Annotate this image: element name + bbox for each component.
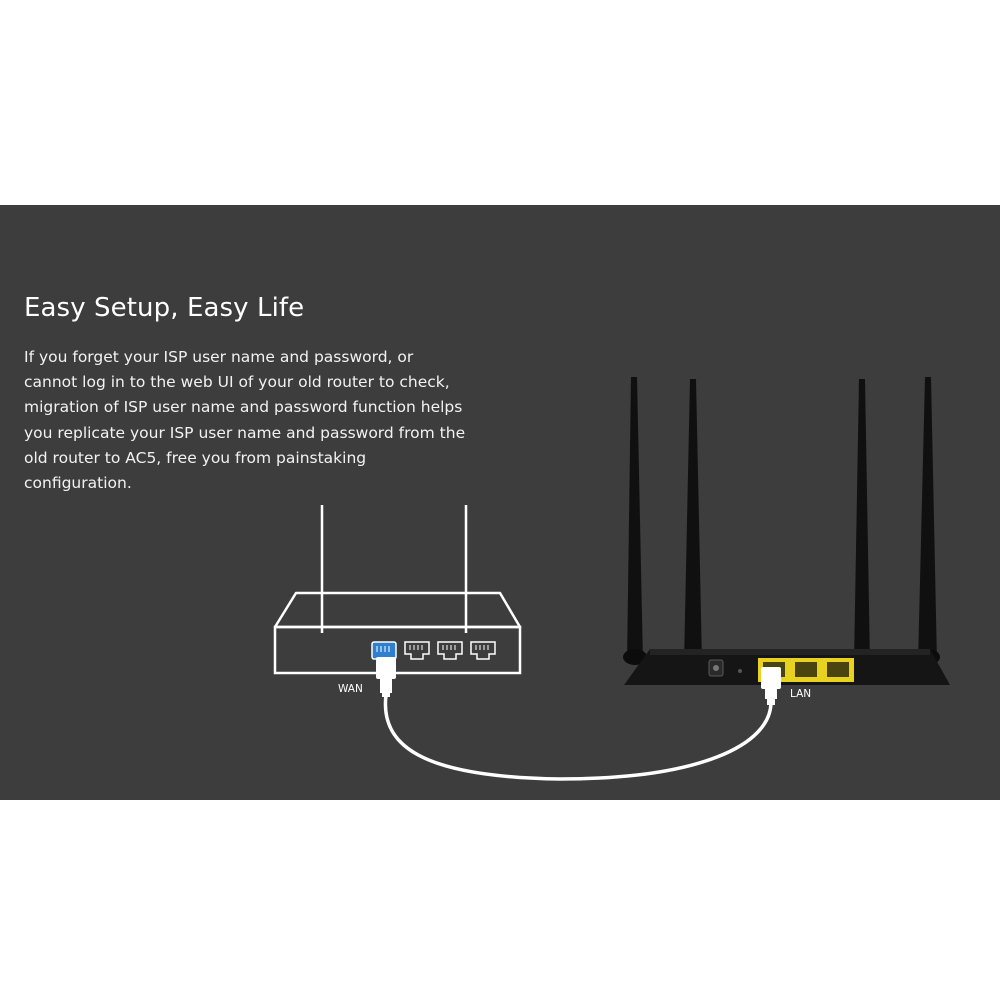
ethernet-cable: [383, 694, 773, 781]
description-line: you replicate your ISP user name and pas…: [24, 423, 466, 442]
lan-port-icon: [795, 662, 817, 677]
wan-label: WAN: [338, 683, 363, 695]
description: If you forget your ISP user name and pas…: [24, 345, 466, 496]
description-line: cannot log in to the web UI of your old …: [24, 373, 450, 392]
lan-port-icon: [437, 641, 463, 660]
description-line: old router to AC5, free you from painsta…: [24, 448, 367, 467]
antenna-icon: [627, 377, 643, 663]
antenna-icon: [684, 379, 702, 663]
antenna-icon: [918, 377, 937, 663]
feature-banner: Easy Setup, Easy Life If you forget your…: [0, 205, 1000, 800]
lan-port-icon: [470, 641, 496, 660]
headline: Easy Setup, Easy Life: [24, 293, 305, 323]
old-router: WAN: [273, 505, 522, 697]
description-line: migration of ISP user name and password …: [24, 398, 463, 417]
lan-port-icon: [404, 641, 430, 660]
lan-plug-icon: [761, 667, 781, 705]
new-router: LAN: [623, 377, 950, 705]
router-migration-illustration: WAN: [273, 377, 950, 781]
wan-plug-icon: [376, 657, 396, 697]
old-router-front-panel: [273, 625, 522, 675]
description-line: If you forget your ISP user name and pas…: [24, 348, 414, 366]
wan-port-icon: [371, 641, 397, 660]
description-line: configuration.: [24, 474, 132, 493]
lan-label: LAN: [790, 688, 811, 700]
antenna-icon: [854, 379, 870, 663]
lan-port-icon: [827, 662, 849, 677]
old-router-body-outline: [273, 591, 522, 629]
